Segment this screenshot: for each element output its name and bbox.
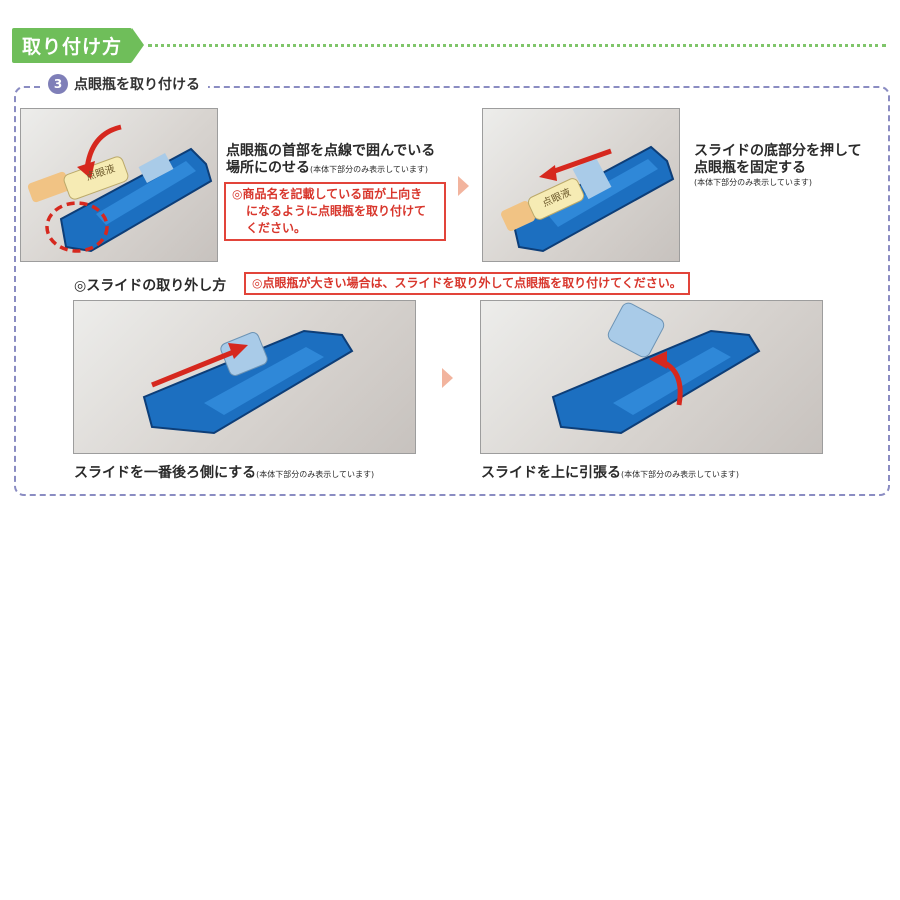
- panel1-line1: 点眼瓶の首部を点線で囲んでいる: [226, 143, 436, 159]
- panel1-warning: ◎商品名を記載している面が上向き になるように点眼瓶を取り付けて ください。: [224, 182, 446, 241]
- device-illustration-3: [142, 329, 354, 435]
- photo-slide-back: [73, 300, 416, 454]
- photo-slide-up: [480, 300, 823, 454]
- photo-fix-bottle: 点眼液: [482, 108, 680, 262]
- panel1-warning-line1: ◎商品名を記載している面が上向き: [232, 187, 423, 201]
- panel3-caption: スライドを一番後ろ側にする: [74, 465, 257, 481]
- next-arrow-2: [442, 368, 453, 388]
- panel1-warning-line3: ください。: [246, 221, 307, 235]
- panel2-instruction: スライドの底部分を押して 点眼瓶を固定する (本体下部分のみ表示しています): [694, 143, 862, 188]
- panel3-caption-block: スライドを一番後ろ側にする(本体下部分のみ表示しています): [74, 465, 374, 483]
- step-heading: 3 点眼瓶を取り付ける: [40, 74, 208, 94]
- panel4-caption: スライドを上に引張る: [481, 465, 621, 481]
- panel1-line2: 場所にのせる: [226, 160, 310, 176]
- panel2-note: (本体下部分のみ表示しています): [694, 178, 813, 187]
- step-number: 3: [48, 74, 68, 94]
- removal-warning: ◎点眼瓶が大きい場合は、スライドを取り外して点眼瓶を取り付けてください。: [244, 272, 690, 295]
- panel1-warning-line2: になるように点眼瓶を取り付けて: [246, 204, 427, 218]
- panel4-note: (本体下部分のみ表示しています): [621, 470, 740, 479]
- instruction-frame: [14, 86, 890, 496]
- panel3-note: (本体下部分のみ表示しています): [256, 470, 375, 479]
- device-illustration-1: [27, 124, 213, 253]
- removal-title: ◎スライドの取り外し方: [74, 278, 227, 294]
- section-header: 取り付け方: [12, 27, 145, 63]
- panel1-instruction: 点眼瓶の首部を点線で囲んでいる 場所にのせる(本体下部分のみ表示しています): [226, 143, 435, 178]
- step-title: 点眼瓶を取り付ける: [74, 77, 200, 93]
- photo-place-bottle: 点眼液: [20, 108, 218, 262]
- header-divider: [148, 44, 886, 47]
- panel2-line1: スライドの底部分を押して: [694, 143, 862, 159]
- panel1-note: (本体下部分のみ表示しています): [310, 165, 429, 174]
- panel2-line2: 点眼瓶を固定する: [694, 160, 806, 176]
- device-illustration-2: [501, 145, 675, 253]
- panel4-caption-block: スライドを上に引張る(本体下部分のみ表示しています): [481, 465, 739, 483]
- device-illustration-4: [551, 302, 761, 435]
- section-title: 取り付け方: [12, 27, 145, 63]
- next-arrow-1: [458, 176, 469, 196]
